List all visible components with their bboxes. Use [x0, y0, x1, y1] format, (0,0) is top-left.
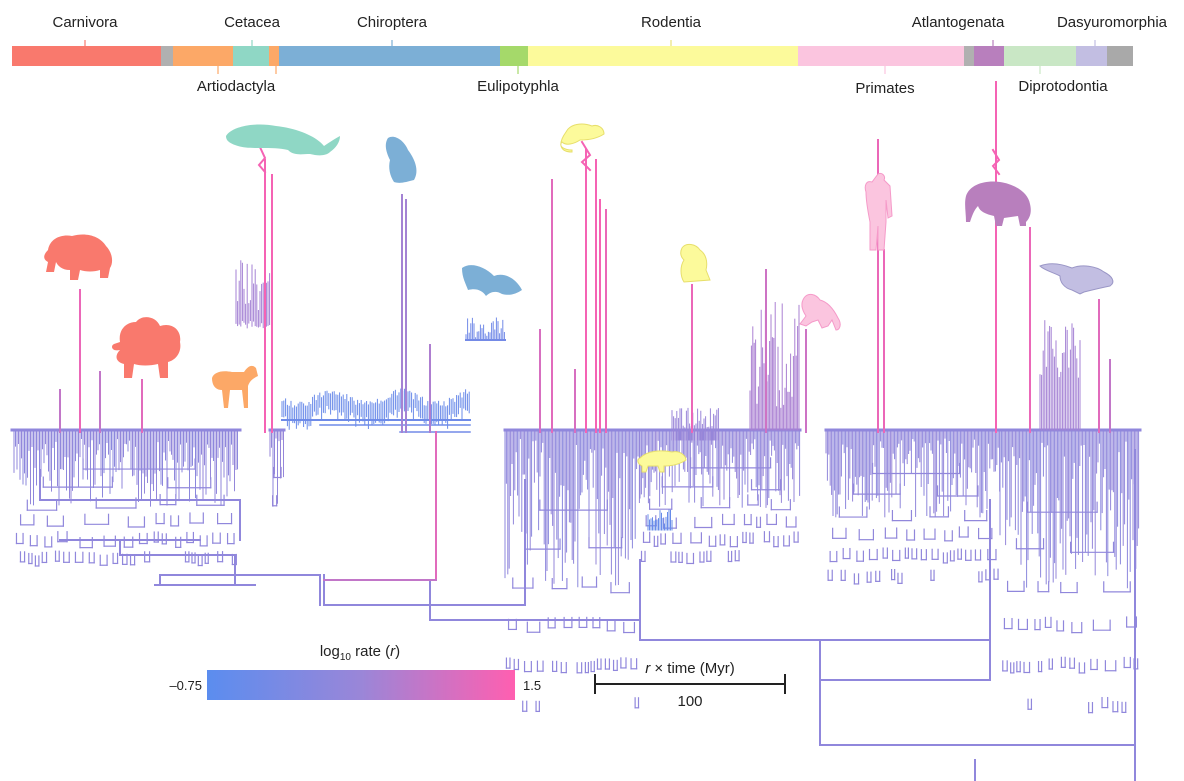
clade-segment-atlantogenata — [974, 46, 1004, 66]
clade-segment-rodentia — [528, 46, 798, 66]
clade-segment-artiodactyla — [173, 46, 233, 66]
clade-segment-dasyuromorphia — [1076, 46, 1107, 66]
flying-bat-icon — [462, 265, 522, 296]
legend-max-label: 1.5 — [523, 678, 541, 693]
lion-icon — [112, 317, 181, 378]
scale-bar: r × time (Myr) 100 — [594, 660, 786, 710]
tree-branch — [991, 148, 1001, 176]
clade-segment-diprotodontia — [1004, 46, 1076, 66]
legend-colorbar — [207, 670, 515, 700]
opossum-icon — [1039, 263, 1114, 295]
clade-segment — [269, 46, 279, 66]
clade-label-eulipotyphla: Eulipotyphla — [477, 78, 559, 95]
clade-labels: Carnivora Artiodactyla Cetacea Chiropter… — [52, 14, 1167, 97]
clade-segment-eulipotyphla — [500, 46, 528, 66]
tree-branch — [257, 143, 267, 174]
clade-segment-cetacea — [233, 46, 269, 66]
clade-segment — [964, 46, 974, 66]
clade-segment — [1107, 46, 1133, 66]
clade-segment-carnivora — [12, 46, 161, 66]
rate-legend: log10 rate (r) –0.75 1.5 — [169, 643, 541, 700]
clade-ticks — [84, 40, 1096, 74]
mouse-icon — [560, 123, 605, 153]
clade-label-carnivora: Carnivora — [52, 14, 118, 31]
human-icon — [864, 173, 893, 251]
phylogenetic-tree — [10, 81, 1142, 781]
monkey-icon — [799, 293, 841, 331]
clade-segment-chiroptera — [279, 46, 500, 66]
whale-icon — [226, 124, 340, 156]
clade-label-diprotodontia: Diprotodontia — [1018, 78, 1108, 95]
bear-icon — [44, 234, 113, 280]
elephant-icon — [965, 181, 1031, 226]
bat-icon — [385, 136, 417, 183]
scale-bar-value: 100 — [677, 693, 702, 710]
clade-label-artiodactyla: Artiodactyla — [197, 78, 276, 95]
legend-title: log10 rate (r) — [320, 643, 400, 663]
clade-segment-primates — [798, 46, 964, 66]
clade-label-chiroptera: Chiroptera — [357, 14, 428, 31]
clade-bar — [12, 46, 1133, 66]
silhouettes — [44, 123, 1114, 473]
capybara-icon — [637, 450, 687, 473]
clade-label-rodentia: Rodentia — [641, 14, 702, 31]
clade-label-primates: Primates — [855, 80, 914, 97]
legend-min-label: –0.75 — [169, 678, 202, 693]
beaver-icon — [680, 243, 711, 283]
deer-icon — [212, 365, 258, 408]
clade-segment — [161, 46, 173, 66]
tree-branch — [580, 140, 592, 172]
clade-label-atlantogenata: Atlantogenata — [912, 14, 1005, 31]
scale-bar-title: r × time (Myr) — [645, 660, 735, 677]
clade-label-dasyuromorphia: Dasyuromorphia — [1057, 14, 1168, 31]
clade-label-cetacea: Cetacea — [224, 14, 281, 31]
